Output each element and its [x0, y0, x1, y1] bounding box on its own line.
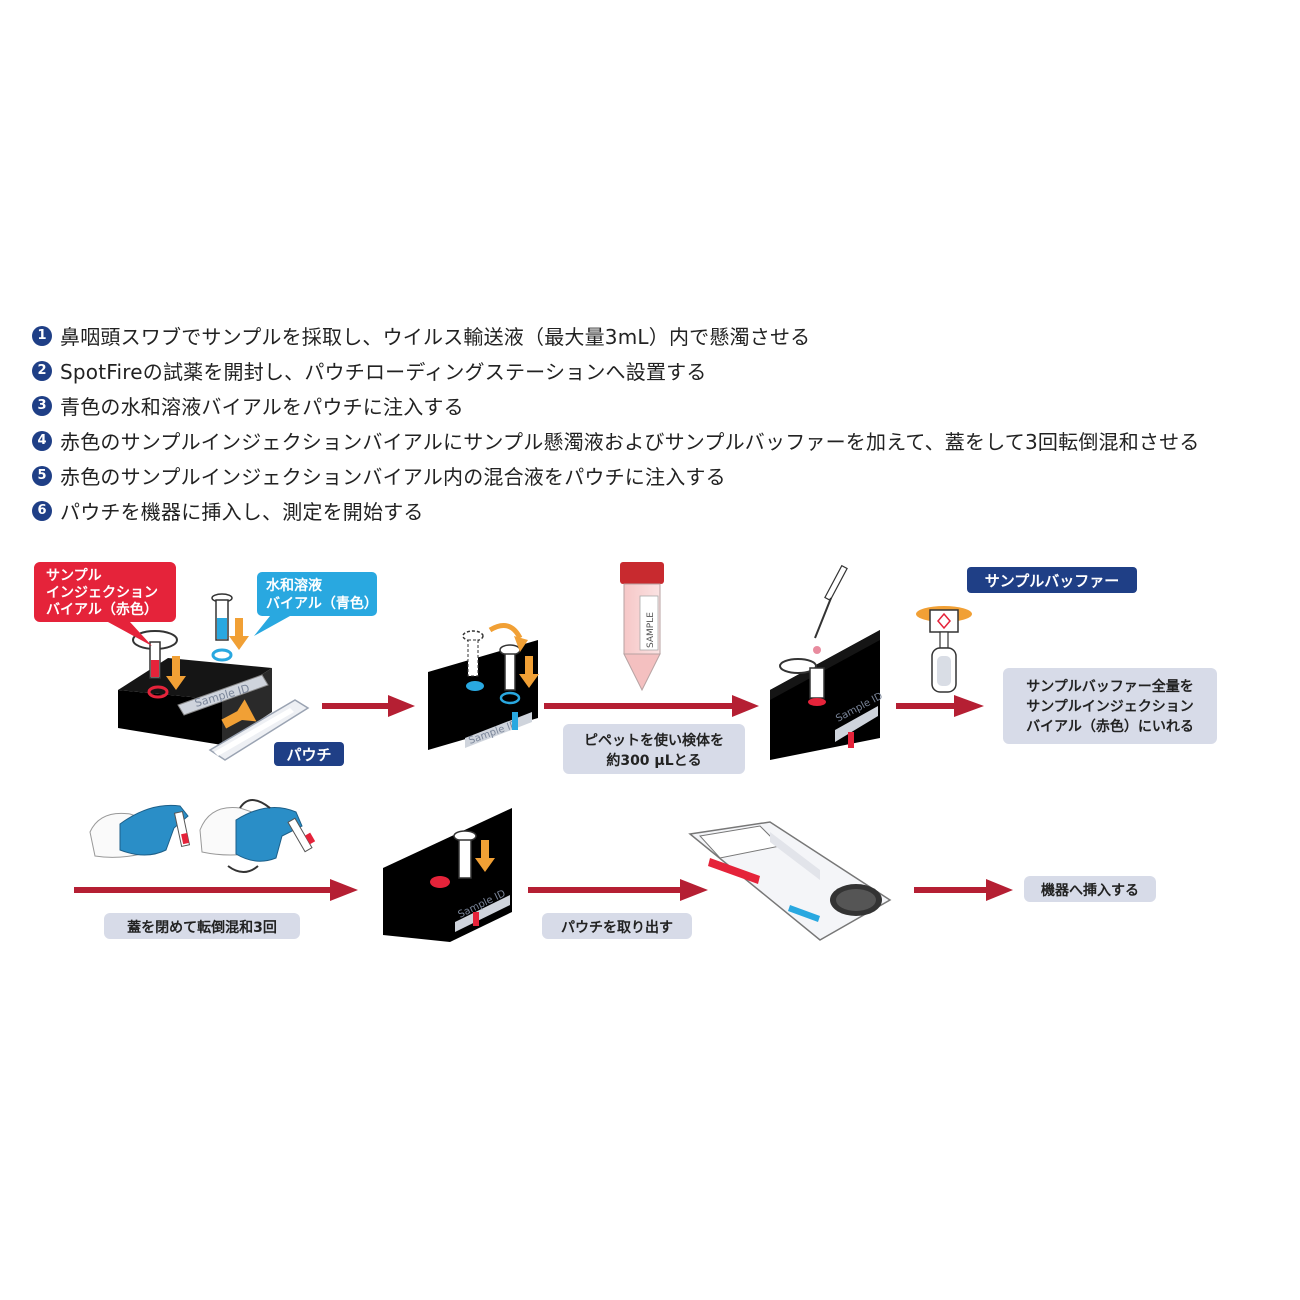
red-vial-icon	[430, 830, 495, 888]
red-vial-icon	[779, 658, 826, 706]
step-3: 3 青色の水和溶液バイアルをパウチに注入する	[32, 388, 1282, 423]
step-text: 青色の水和溶液バイアルをパウチに注入する	[60, 395, 464, 419]
flow-arrow-2	[544, 695, 759, 717]
caption-text: パウチを取り出す	[561, 919, 673, 936]
loading-station-panel-4: Sample ID	[383, 808, 512, 942]
instruction-list: 1 鼻咽頭スワブでサンプルを採取し、ウイルス輸送液（最大量3mL）内で懸濁させる…	[32, 318, 1282, 528]
flow-arrow-1	[322, 695, 415, 717]
flow-arrow-3	[896, 695, 984, 717]
step-text: パウチを機器に挿入し、測定を開始する	[60, 500, 424, 524]
step-text: 赤色のサンプルインジェクションバイアル内の混合液をパウチに注入する	[60, 465, 726, 489]
step-number-badge: 1	[32, 325, 52, 346]
insert-caption: 機器へ挿入する	[1024, 876, 1156, 902]
step-number-badge: 5	[32, 465, 52, 486]
pipette-icon	[813, 564, 848, 654]
step-2: 2 SpotFireの試薬を開封し、パウチローディングステーションへ設置する	[32, 353, 1282, 388]
insert-arrow-icon	[221, 699, 257, 729]
step-number-badge: 2	[32, 360, 52, 381]
down-arrow-icon	[166, 618, 249, 690]
sample-tube-label: SAMPLE	[646, 612, 656, 648]
caption-text: 機器へ挿入する	[1041, 882, 1139, 899]
blue-vial-icon	[211, 593, 233, 662]
step-number-badge: 4	[32, 430, 52, 451]
blue-vial-callout: 水和溶液 バイアル（青色）	[254, 572, 378, 636]
step-text: 赤色のサンプルインジェクションバイアルにサンプル懸濁液およびサンプルバッファーを…	[60, 430, 1200, 454]
buffer-caption: サンプルバッファー全量を サンプルインジェクション バイアル（赤色）にいれる	[1003, 668, 1217, 744]
red-vial-callout: サンプル インジェクション バイアル（赤色）	[34, 562, 176, 646]
caption-line: バイアル（赤色）にいれる	[1026, 718, 1194, 735]
callout-line: 水和溶液	[266, 577, 323, 594]
step-6: 6 パウチを機器に挿入し、測定を開始する	[32, 493, 1282, 528]
callout-line: サンプル	[46, 568, 102, 584]
step-1: 1 鼻咽頭スワブでサンプルを採取し、ウイルス輸送液（最大量3mL）内で懸濁させる	[32, 318, 1282, 353]
step-text: SpotFireの試薬を開封し、パウチローディングステーションへ設置する	[60, 360, 707, 384]
pouch-label-text: パウチ	[286, 746, 331, 764]
blue-vial-icon	[462, 630, 521, 705]
invert-caption: 蓋を閉めて転倒混和3回	[104, 913, 300, 939]
pipette-caption: ピペットを使い検体を 約300 µLとる	[563, 724, 745, 774]
rotate-arrow-icon	[488, 623, 539, 688]
step-text: 鼻咽頭スワブでサンプルを採取し、ウイルス輸送液（最大量3mL）内で懸濁させる	[60, 325, 811, 349]
step-5: 5 赤色のサンプルインジェクションバイアル内の混合液をパウチに注入する	[32, 458, 1282, 493]
caption-text: 蓋を閉めて転倒混和3回	[127, 919, 277, 936]
hands-inverting-icon	[89, 799, 316, 873]
sample-buffer-vial-icon	[916, 606, 972, 693]
remove-pouch-caption: パウチを取り出す	[542, 913, 692, 939]
pouch-icon	[208, 699, 310, 761]
step-number-badge: 6	[32, 500, 52, 521]
caption-line: サンプルインジェクション	[1026, 699, 1194, 715]
loading-station-panel-3: Sample ID	[770, 630, 885, 760]
callout-line: バイアル（赤色）	[46, 601, 158, 618]
caption-line: 約300 µLとる	[606, 752, 701, 769]
flow-arrow-4	[74, 879, 358, 901]
pouch-label: パウチ	[274, 742, 344, 766]
step-number-badge: 3	[32, 395, 52, 416]
caption-line: ピペットを使い検体を	[584, 732, 724, 749]
red-vial-icon	[132, 630, 178, 699]
flow-arrow-6	[914, 879, 1013, 901]
sample-buffer-label-text: サンプルバッファー	[985, 572, 1120, 590]
flow-arrow-5	[528, 879, 708, 901]
sample-buffer-label: サンプルバッファー	[967, 567, 1137, 593]
callout-line: インジェクション	[46, 585, 158, 601]
step-4: 4 赤色のサンプルインジェクションバイアルにサンプル懸濁液およびサンプルバッファ…	[32, 423, 1282, 458]
callout-line: バイアル（青色）	[266, 595, 378, 612]
caption-line: サンプルバッファー全量を	[1026, 678, 1194, 695]
pouch-icon	[688, 821, 892, 941]
sample-tube-icon: SAMPLE	[620, 562, 664, 692]
loading-station-panel-2: Sample ID	[428, 640, 538, 750]
